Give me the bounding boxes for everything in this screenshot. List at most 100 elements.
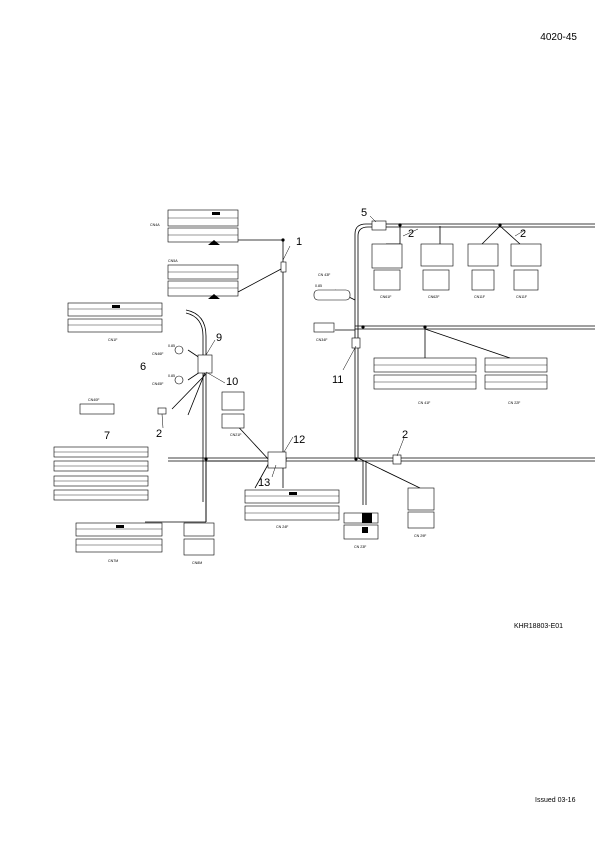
connector-cn31f-top <box>510 243 542 267</box>
connector-cn8m-top <box>183 522 215 537</box>
label-cn7m: CN7M <box>108 559 118 563</box>
callout-11: 11 <box>332 374 343 386</box>
connector-key <box>289 492 297 495</box>
label-cn21f: CN21F <box>230 433 242 437</box>
connector-cn62f-bottom <box>422 269 450 291</box>
callout-9: 9 <box>216 332 222 344</box>
connector-cn62f-top <box>420 243 454 267</box>
connector-cn7m-bottom <box>75 538 163 553</box>
label-cn1f: CN1F <box>108 338 118 342</box>
connector-cn40f <box>79 403 115 415</box>
harness-wires <box>145 223 595 523</box>
top-right-trunk <box>354 223 595 458</box>
callout-13: 13 <box>258 477 270 489</box>
callout-7: 7 <box>104 430 110 442</box>
ground-terminal <box>174 345 184 355</box>
callout-6: 6 <box>140 361 146 373</box>
junction-dot <box>361 325 365 329</box>
junction-dot <box>204 457 208 461</box>
junction-dot <box>354 457 358 461</box>
connector-grid-lines <box>54 217 547 546</box>
callout-leaders <box>161 215 526 478</box>
label-cn23f: CN 23F <box>354 545 367 549</box>
connector-labels: CN4A CN5A CN1F CN46F CN45F CN40F CN7M CN… <box>88 223 528 565</box>
connector-key <box>208 240 220 245</box>
clamp <box>157 407 167 415</box>
grommet <box>371 220 387 231</box>
connector-cn23f-bottom <box>343 524 379 540</box>
page-number: 4020-45 <box>540 32 577 43</box>
callout-10: 10 <box>226 376 238 388</box>
connector-cn61f-bottom <box>373 269 401 291</box>
label-cn34f: CN34F <box>316 338 328 342</box>
connector-cn29f-bottom <box>407 511 435 529</box>
callout-leader <box>161 413 164 429</box>
branch-wire <box>499 225 521 245</box>
callout-leader <box>369 215 377 223</box>
callout-leader <box>396 437 405 457</box>
connector-cn21f-left <box>221 391 245 411</box>
clamps <box>157 220 402 469</box>
callout-leader <box>205 371 226 384</box>
label-cn8m: CN8M <box>192 561 202 565</box>
wire-size-label: 0.85 <box>168 344 175 348</box>
clamp <box>392 454 402 465</box>
label-cn31f: CN11F <box>516 295 528 299</box>
branch-wire <box>357 457 421 489</box>
connector-cn43f <box>313 289 351 301</box>
label-cn61f: CN61F <box>380 295 392 299</box>
connector-cn11f-top <box>467 243 499 267</box>
connector-cn24f-top <box>244 489 340 504</box>
connector-cn31f-bottom <box>513 269 539 291</box>
junction-dot <box>281 238 285 242</box>
callout-2-right: 2 <box>520 228 526 240</box>
wire-size-labels: 0.85 0.85 0.85 <box>168 284 322 378</box>
connector-cn8m-bottom <box>183 538 215 556</box>
label-cn11f: CN11F <box>474 295 486 299</box>
connector-key <box>362 527 368 533</box>
junction-dot <box>423 325 427 329</box>
connector-cn1f-bottom <box>67 318 163 333</box>
connector-cn21f-right <box>221 413 245 429</box>
callout-leader <box>205 339 216 356</box>
callout-leader <box>402 228 419 237</box>
callout-2-trunk: 2 <box>402 429 408 441</box>
clamp <box>351 337 361 349</box>
clamp <box>280 261 287 273</box>
callout-2-left: 2 <box>156 428 162 440</box>
connector-cn5a-bottom <box>167 280 239 297</box>
connector-cn11f-bottom <box>471 269 495 291</box>
left-vertical-trunk <box>185 309 207 502</box>
issued-date: Issued 03-16 <box>535 797 576 804</box>
clamp <box>267 451 287 469</box>
connector-cn34f <box>313 322 335 333</box>
connector-key <box>362 513 372 523</box>
label-cn46f: CN46F <box>152 352 164 356</box>
label-cn22f: CN 22F <box>508 401 521 405</box>
connector-blocks <box>53 209 548 556</box>
branch-wire <box>424 328 511 359</box>
top-right-trunk <box>357 226 595 458</box>
callout-leader <box>342 345 357 371</box>
branch-wire <box>481 225 501 245</box>
callout-1: 1 <box>296 236 302 248</box>
connector-cn23f-top <box>343 512 379 524</box>
connector-cn29f-top <box>407 487 435 511</box>
wire-size-label: 0.85 <box>315 284 322 288</box>
connector-keys <box>112 212 372 533</box>
callout-5: 5 <box>361 207 367 219</box>
document-code: KHR18803-E01 <box>514 623 564 630</box>
ground-terminal <box>174 375 184 385</box>
branch-wire <box>171 373 207 410</box>
label-cn41f: CN 41F <box>418 401 431 405</box>
branch-wire <box>237 267 284 293</box>
connector-key <box>212 212 220 215</box>
connector-key <box>208 294 220 299</box>
label-cn4a: CN4A <box>150 223 160 227</box>
branch-wire <box>254 460 271 489</box>
wire-size-label: 0.85 <box>168 374 175 378</box>
connector-key <box>112 305 120 308</box>
callout-leader <box>271 464 277 478</box>
junction-dot <box>398 223 402 227</box>
